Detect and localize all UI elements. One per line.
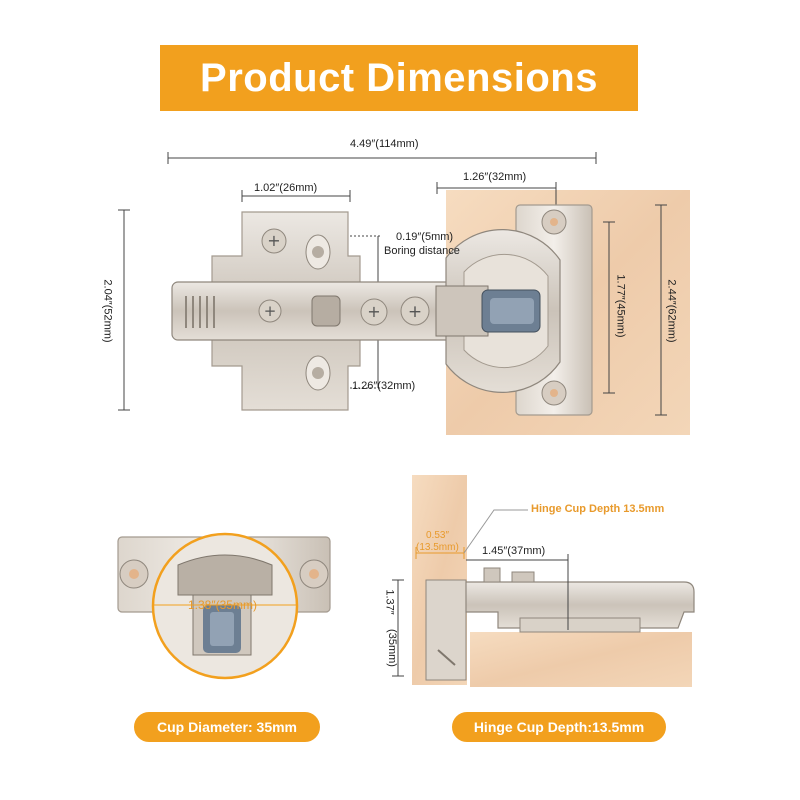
page-title: Product Dimensions xyxy=(160,45,638,111)
hinge-cup-depth-callout: Hinge Cup Depth 13.5mm xyxy=(531,503,665,515)
cup-diameter-caption: Cup Diameter: 35mm xyxy=(134,712,320,742)
cup-diameter-text: 1.38″(35mm) xyxy=(188,598,257,612)
depth-inch-label: 0.53″ xyxy=(426,530,450,541)
cup-view xyxy=(117,532,331,680)
side-height-inch-label: 1.37″ xyxy=(383,589,396,615)
hinge-cup-depth-caption: Hinge Cup Depth:13.5mm xyxy=(452,712,666,742)
cup-plate-total-label: 2.44″(62mm) xyxy=(665,279,678,343)
boring-distance-value: 0.19″(5mm) xyxy=(396,231,454,243)
plate-width-label: 1.02″(26mm) xyxy=(254,182,318,194)
side-view xyxy=(392,475,695,687)
plate-hole-spacing-label: 1.26″(32mm) xyxy=(352,380,416,392)
hinge-arm: + + + xyxy=(171,281,453,341)
depth-mm-label: (13.5mm) xyxy=(416,542,459,553)
overall-height-label: 2.04″(52mm) xyxy=(101,279,114,343)
side-height-mm-label: (35mm) xyxy=(385,629,398,667)
boring-distance-label: Boring distance xyxy=(384,245,460,257)
svg-text:+: + xyxy=(408,302,422,322)
cup-plate-top xyxy=(445,204,593,416)
svg-text:+: + xyxy=(264,302,277,320)
svg-text:+: + xyxy=(267,231,280,250)
cup-to-edge-label: 1.26″(32mm) xyxy=(463,171,527,183)
overall-width-label: 4.49″(114mm) xyxy=(350,138,419,150)
svg-text:+: + xyxy=(367,302,380,321)
damper-piston xyxy=(435,285,541,337)
cup-plate-height-label: 1.77″(45mm) xyxy=(614,274,627,338)
offset-label: 1.45″(37mm) xyxy=(482,545,546,557)
